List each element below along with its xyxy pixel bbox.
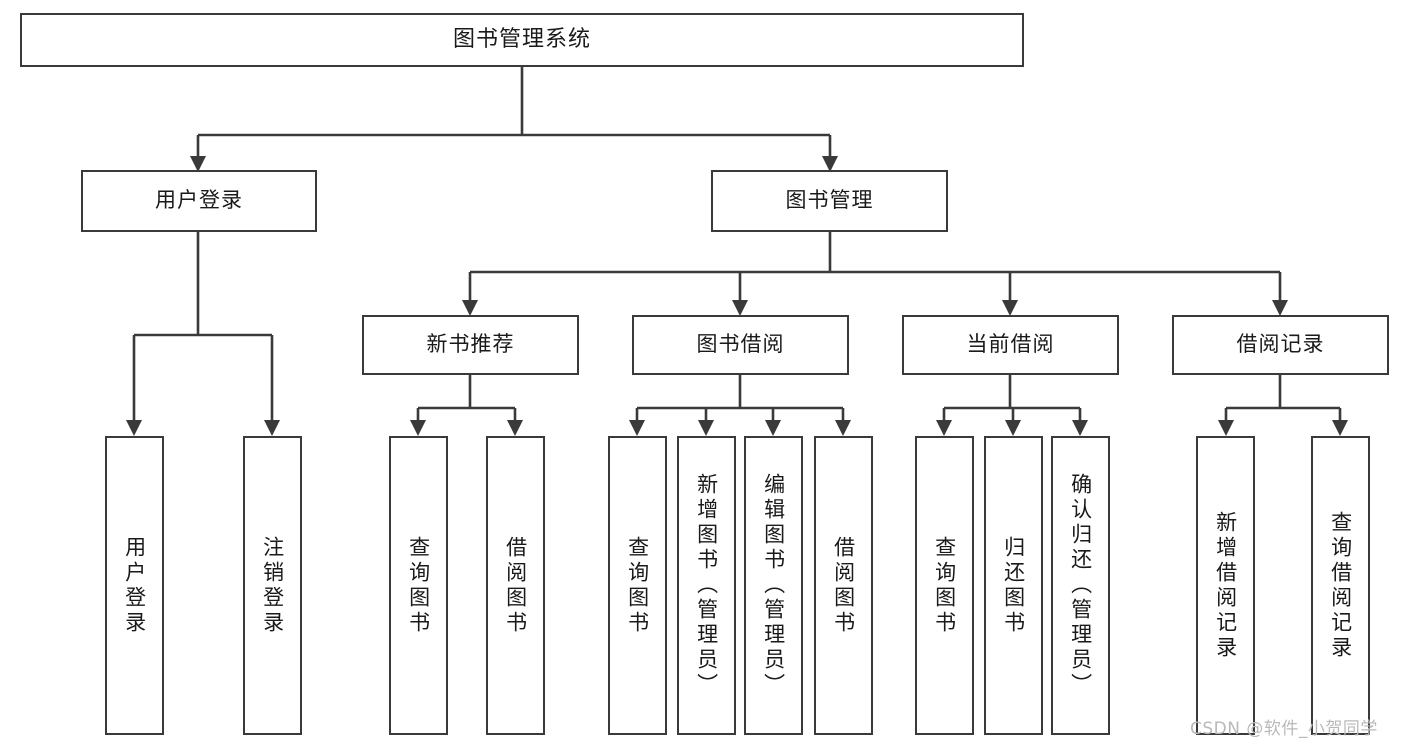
node-book-management[interactable]: 图书管理 <box>711 170 948 232</box>
leaf-query-borrow-record[interactable]: 查询借阅记录 <box>1311 436 1370 735</box>
leaf-confirm-return-admin[interactable]: 确认归还（管理员） <box>1051 436 1110 735</box>
node-new-book-recommend[interactable]: 新书推荐 <box>362 315 579 375</box>
node-label: 用户登录 <box>122 535 147 636</box>
node-label: 借阅记录 <box>1236 332 1325 357</box>
node-label: 确认归还（管理员） <box>1068 473 1093 698</box>
node-borrow-record[interactable]: 借阅记录 <box>1172 315 1389 375</box>
node-user-login[interactable]: 用户登录 <box>81 170 317 232</box>
node-label: 当前借阅 <box>966 332 1055 357</box>
node-label: 新增借阅记录 <box>1213 510 1238 661</box>
node-label: 查询图书 <box>406 535 431 636</box>
node-label: 图书管理 <box>785 188 874 213</box>
node-label: 借阅图书 <box>503 535 528 636</box>
node-book-borrow[interactable]: 图书借阅 <box>632 315 849 375</box>
node-label: 注销登录 <box>260 535 285 636</box>
leaf-add-borrow-record[interactable]: 新增借阅记录 <box>1196 436 1255 735</box>
leaf-recommend-borrow-book[interactable]: 借阅图书 <box>486 436 545 735</box>
node-label: 图书管理系统 <box>452 26 591 52</box>
leaf-return-book[interactable]: 归还图书 <box>984 436 1043 735</box>
node-label: 用户登录 <box>155 188 243 213</box>
leaf-current-query-book[interactable]: 查询图书 <box>915 436 974 735</box>
leaf-borrow-book[interactable]: 借阅图书 <box>814 436 873 735</box>
node-label: 归还图书 <box>1001 535 1026 636</box>
node-label: 借阅图书 <box>831 535 856 636</box>
node-label: 新书推荐 <box>426 332 515 357</box>
node-current-borrow[interactable]: 当前借阅 <box>902 315 1119 375</box>
node-root-book-management-system[interactable]: 图书管理系统 <box>20 13 1024 67</box>
node-label: 查询图书 <box>625 535 650 636</box>
node-label: 新增图书（管理员） <box>694 473 719 698</box>
leaf-borrow-query-book[interactable]: 查询图书 <box>608 436 667 735</box>
node-label: 图书借阅 <box>696 332 785 357</box>
node-label: 查询借阅记录 <box>1328 510 1353 661</box>
leaf-add-book-admin[interactable]: 新增图书（管理员） <box>677 436 736 735</box>
node-label: 编辑图书（管理员） <box>761 473 786 698</box>
node-label: 查询图书 <box>932 535 957 636</box>
leaf-recommend-query-book[interactable]: 查询图书 <box>389 436 448 735</box>
leaf-logout[interactable]: 注销登录 <box>243 436 302 735</box>
leaf-user-login[interactable]: 用户登录 <box>105 436 164 735</box>
leaf-edit-book-admin[interactable]: 编辑图书（管理员） <box>744 436 803 735</box>
